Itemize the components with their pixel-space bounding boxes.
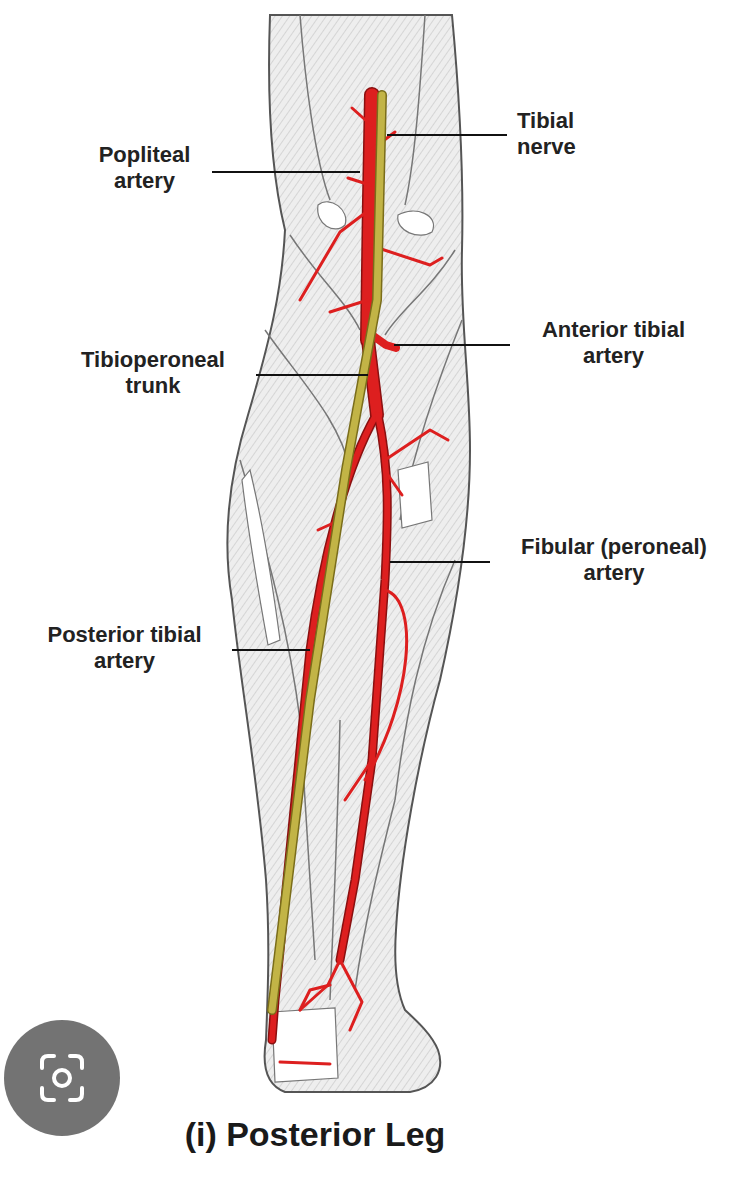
part-label: Anterior tibial artery bbox=[516, 317, 711, 370]
watermark-lens bbox=[54, 1070, 70, 1086]
artery-branch bbox=[340, 960, 362, 1030]
artery-branch bbox=[385, 430, 448, 460]
muscle-line bbox=[405, 15, 425, 205]
part-label: Fibular (peroneal) artery bbox=[495, 534, 733, 587]
tendon-patches bbox=[242, 202, 434, 1082]
artery-branch bbox=[345, 760, 372, 800]
artery-branch bbox=[348, 178, 370, 185]
artery-branch bbox=[352, 108, 371, 125]
artery-branch bbox=[300, 960, 340, 1010]
artery-branch bbox=[300, 210, 369, 300]
muscle-outlines bbox=[240, 15, 462, 1000]
posterior-tibial-artery bbox=[272, 415, 376, 1040]
tendon-patch bbox=[398, 211, 434, 235]
leader-line bbox=[212, 171, 360, 173]
artery-outline bbox=[272, 415, 376, 1040]
watermark-disc bbox=[4, 1020, 120, 1136]
artery-branches bbox=[280, 108, 448, 1064]
leader-lines bbox=[212, 135, 510, 650]
muscle-line bbox=[290, 235, 360, 330]
anterior-tibial-artery bbox=[372, 335, 396, 348]
part-label: Popliteal artery bbox=[82, 142, 207, 195]
artery-branch bbox=[280, 1062, 330, 1064]
artery-branch bbox=[300, 985, 330, 1010]
part-label: Posterior tibial artery bbox=[22, 622, 227, 675]
artery-outlines bbox=[272, 95, 387, 1040]
leader-line bbox=[256, 374, 368, 376]
heel-patch bbox=[272, 1008, 338, 1082]
part-label: Tibioperoneal trunk bbox=[58, 347, 248, 400]
tibial-nerve bbox=[272, 95, 382, 1010]
leg-outline bbox=[227, 15, 470, 1092]
artery-branch bbox=[388, 475, 402, 495]
artery-branch bbox=[365, 590, 407, 780]
tendon-patch bbox=[318, 202, 346, 229]
fibular-artery bbox=[340, 415, 387, 960]
leader-line bbox=[390, 561, 490, 563]
leader-line bbox=[394, 344, 510, 346]
nerve-outline bbox=[272, 95, 382, 1010]
arteries bbox=[272, 95, 448, 1064]
watermark-frame bbox=[42, 1056, 82, 1100]
muscle-line bbox=[265, 330, 350, 470]
figure-caption: (i) Posterior Leg bbox=[90, 1114, 540, 1155]
artery-outline bbox=[340, 415, 387, 960]
leader-line bbox=[387, 134, 507, 136]
leader-line bbox=[232, 649, 310, 651]
lens-watermark bbox=[4, 1020, 120, 1136]
part-label: Tibial nerve bbox=[517, 108, 607, 161]
muscle-line bbox=[240, 460, 300, 720]
tendon-patch bbox=[242, 470, 280, 645]
artery-branch bbox=[330, 300, 368, 312]
